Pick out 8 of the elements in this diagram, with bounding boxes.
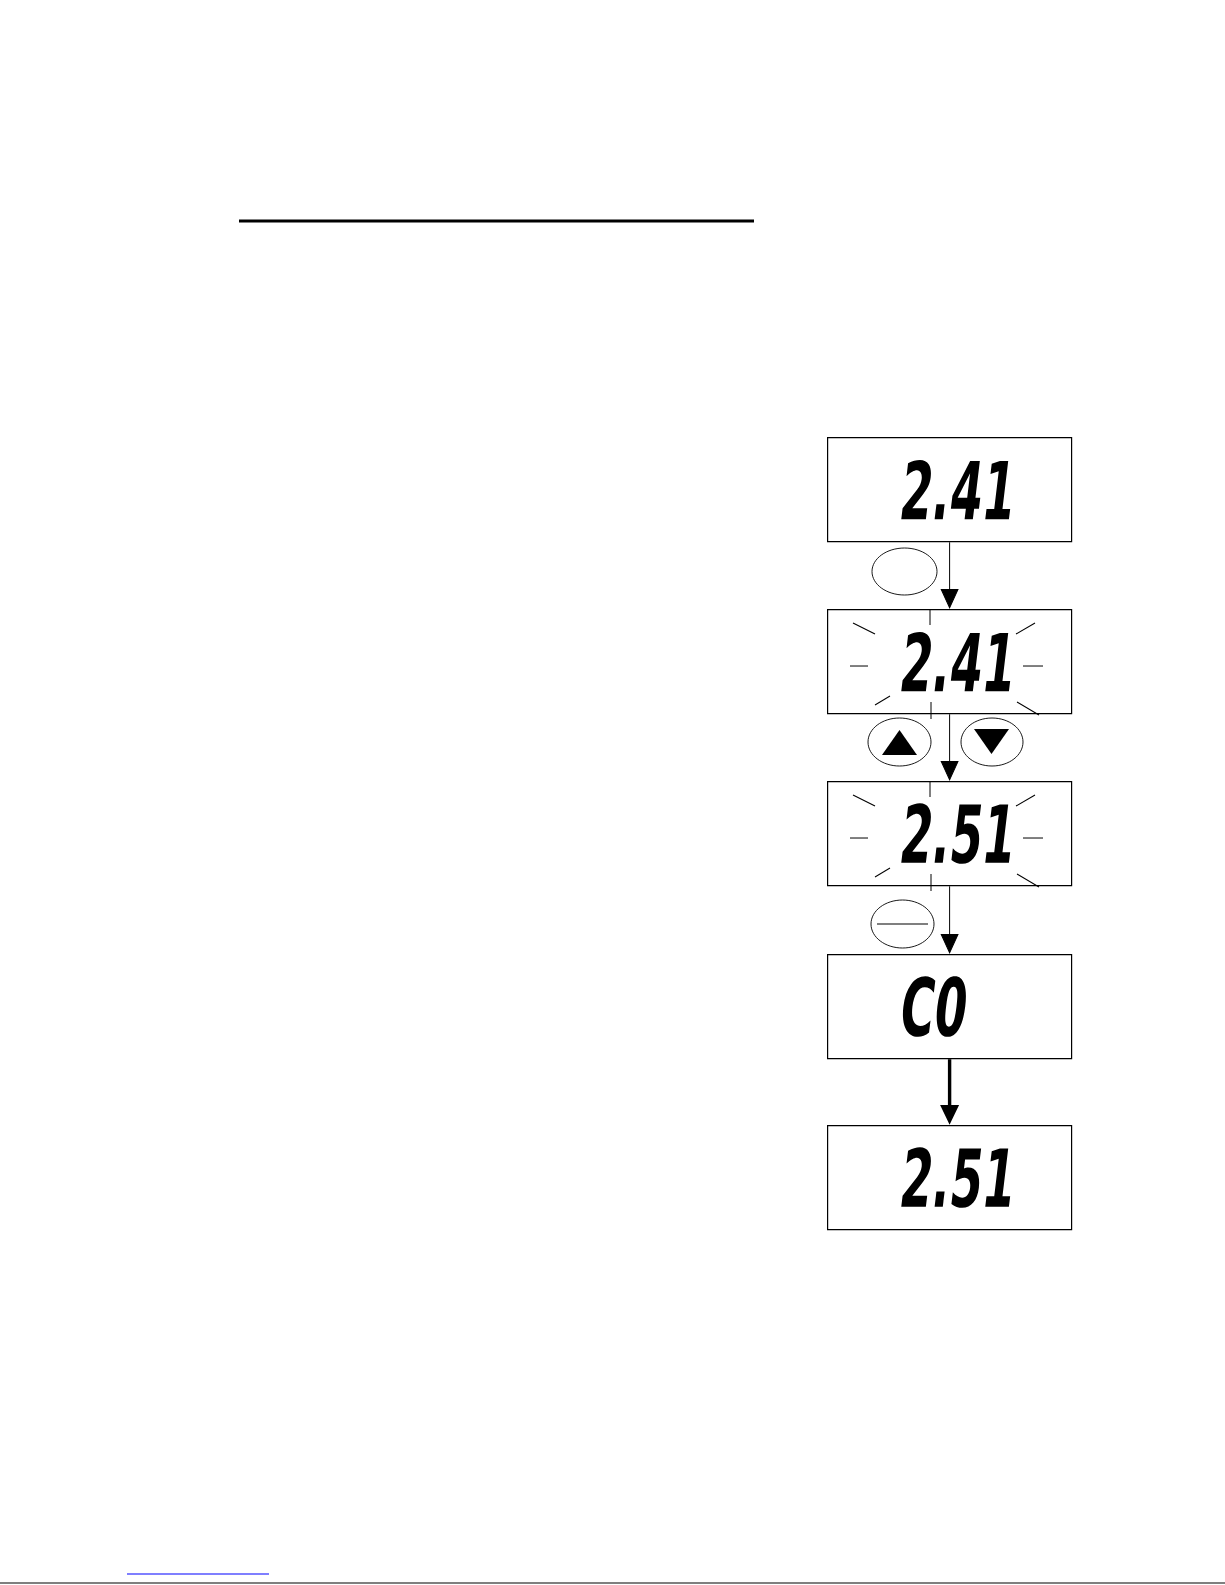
lcd-display: 2.51 — [827, 781, 1073, 887]
lcd-display: 2.41 — [827, 609, 1073, 715]
arrow — [940, 713, 959, 781]
arrow — [940, 885, 959, 954]
arrow — [940, 541, 959, 609]
lcd-display: 2.51 — [827, 1125, 1073, 1231]
lcd-display: 2.41 — [827, 437, 1073, 543]
lcd-display: C0 — [827, 954, 1073, 1060]
